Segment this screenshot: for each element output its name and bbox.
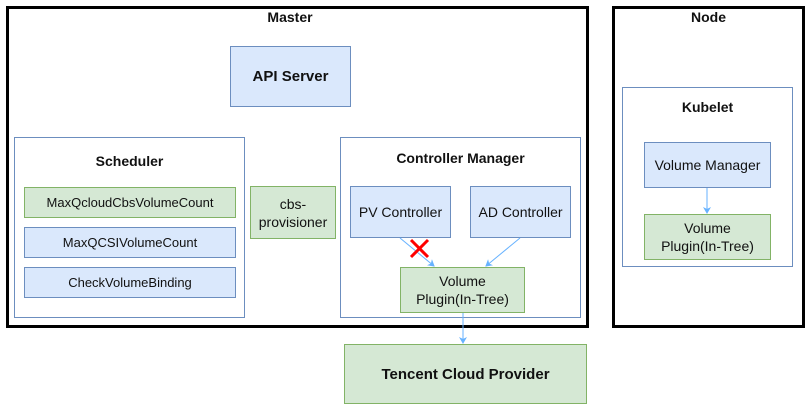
api-server-box[interactable]: API Server (230, 46, 351, 107)
node-title: Node (691, 9, 726, 25)
tencent-cloud-provider-box[interactable]: Tencent Cloud Provider (344, 344, 587, 404)
volume-plugin-master-line1: Volume (439, 273, 486, 289)
cbs-provisioner-line2: provisioner (258, 213, 328, 230)
cbs-provisioner-line1: cbs- (279, 195, 307, 212)
pv-controller-box[interactable]: PV Controller (350, 186, 451, 238)
volume-plugin-master-box[interactable]: Volume Plugin(In-Tree) (400, 267, 525, 313)
edge-ad-controller-to-volume-plugin (485, 237, 521, 267)
controller-manager-title: Controller Manager (396, 150, 525, 166)
kubelet-title: Kubelet (681, 99, 734, 115)
master-title: Master (267, 9, 313, 25)
volume-plugin-master-line2: Plugin(In-Tree) (416, 291, 509, 307)
scheduler-title: Scheduler (95, 153, 164, 169)
ad-controller-box[interactable]: AD Controller (470, 186, 571, 238)
volume-manager-box[interactable]: Volume Manager (644, 142, 771, 188)
predicate-checkvolumebinding[interactable]: CheckVolumeBinding (24, 267, 236, 298)
volume-plugin-node-box[interactable]: Volume Plugin(In-Tree) (644, 214, 771, 260)
cbs-provisioner-box[interactable]: cbs- provisioner (250, 186, 336, 239)
volume-plugin-node-line2: Plugin(In-Tree) (661, 238, 754, 254)
predicate-maxqcsivolumecount[interactable]: MaxQCSIVolumeCount (24, 227, 236, 258)
disabled-cross-icon (409, 238, 430, 259)
predicate-maxqcloudcbsvolumecount[interactable]: MaxQcloudCbsVolumeCount (24, 187, 236, 218)
volume-plugin-node-line1: Volume (684, 220, 731, 236)
